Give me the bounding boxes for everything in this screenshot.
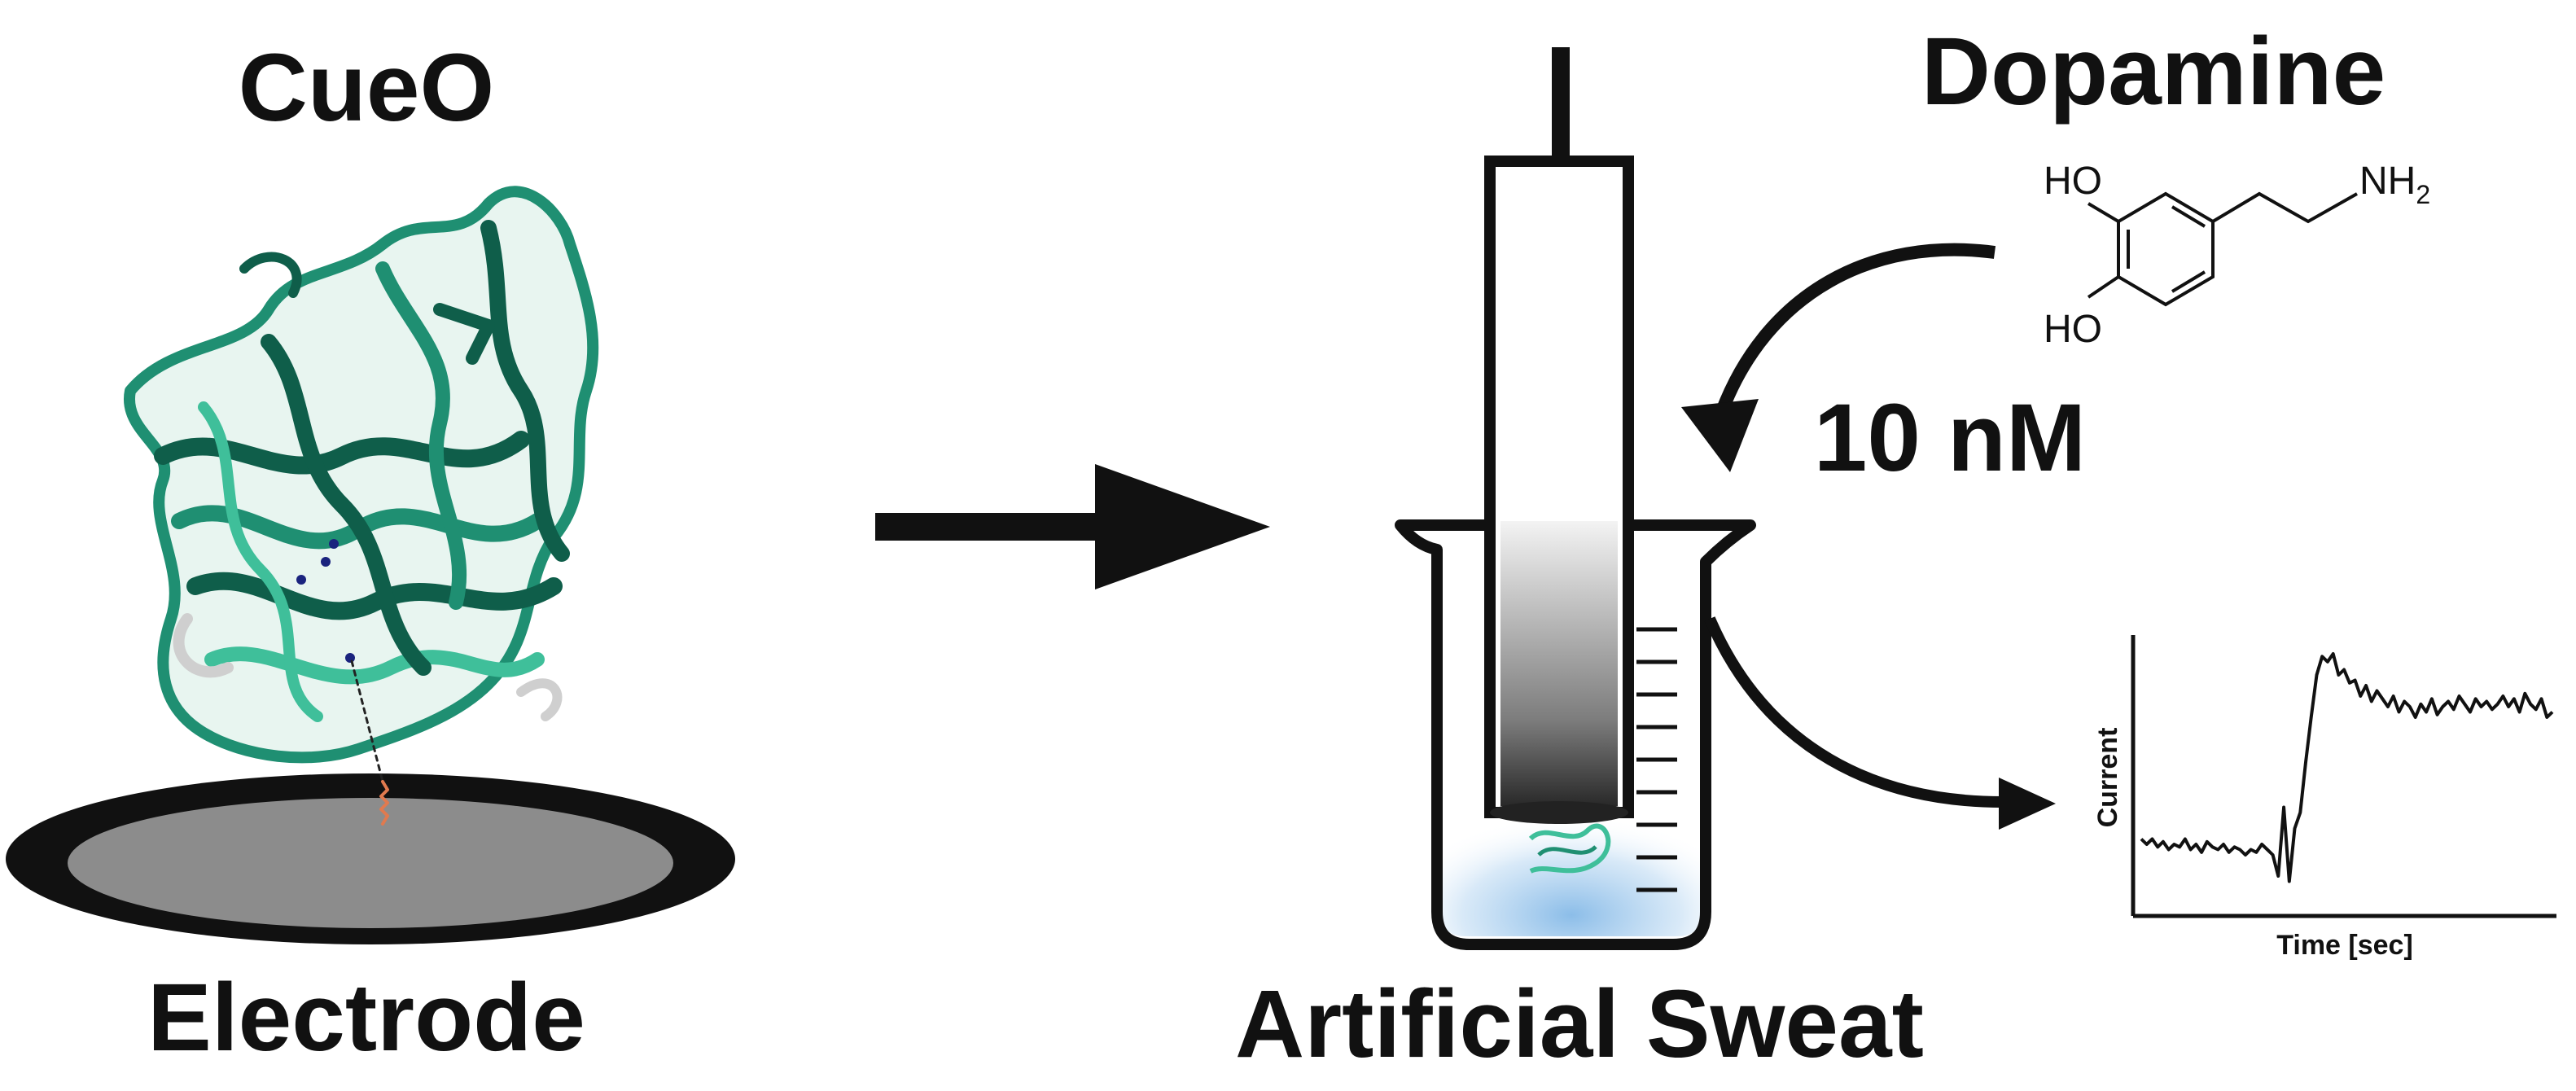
arrow-right-icon bbox=[875, 464, 1270, 589]
protein-icon bbox=[123, 186, 599, 826]
hydroxyl-top-label: HO bbox=[2044, 160, 2102, 203]
electrode-icon bbox=[6, 773, 735, 944]
dopamine-structure bbox=[2087, 191, 2358, 307]
x-axis-label: Time [sec] bbox=[2276, 930, 2413, 961]
protein-label: CueO bbox=[239, 34, 495, 142]
current-time-chart: Current Time [sec] bbox=[2092, 635, 2556, 961]
addition-arrow-icon bbox=[1681, 243, 1996, 472]
hydroxyl-bottom-label: HO bbox=[2044, 308, 2102, 351]
amine-text: NH bbox=[2359, 160, 2416, 203]
concentration-label: 10 nM bbox=[1814, 384, 2086, 492]
y-axis-label: Current bbox=[2092, 728, 2123, 828]
electrode-label: Electrode bbox=[147, 964, 585, 1071]
amine-label: NH2 bbox=[2359, 160, 2430, 209]
measurement-arrow-icon bbox=[1704, 616, 2056, 830]
series-group bbox=[2140, 652, 2554, 883]
solution-label: Artificial Sweat bbox=[1235, 971, 1924, 1078]
current-series-line bbox=[2140, 652, 2554, 883]
analyte-label: Dopamine bbox=[1921, 18, 2385, 125]
beaker-icon bbox=[1395, 47, 1756, 950]
amine-subscript: 2 bbox=[2416, 180, 2430, 209]
